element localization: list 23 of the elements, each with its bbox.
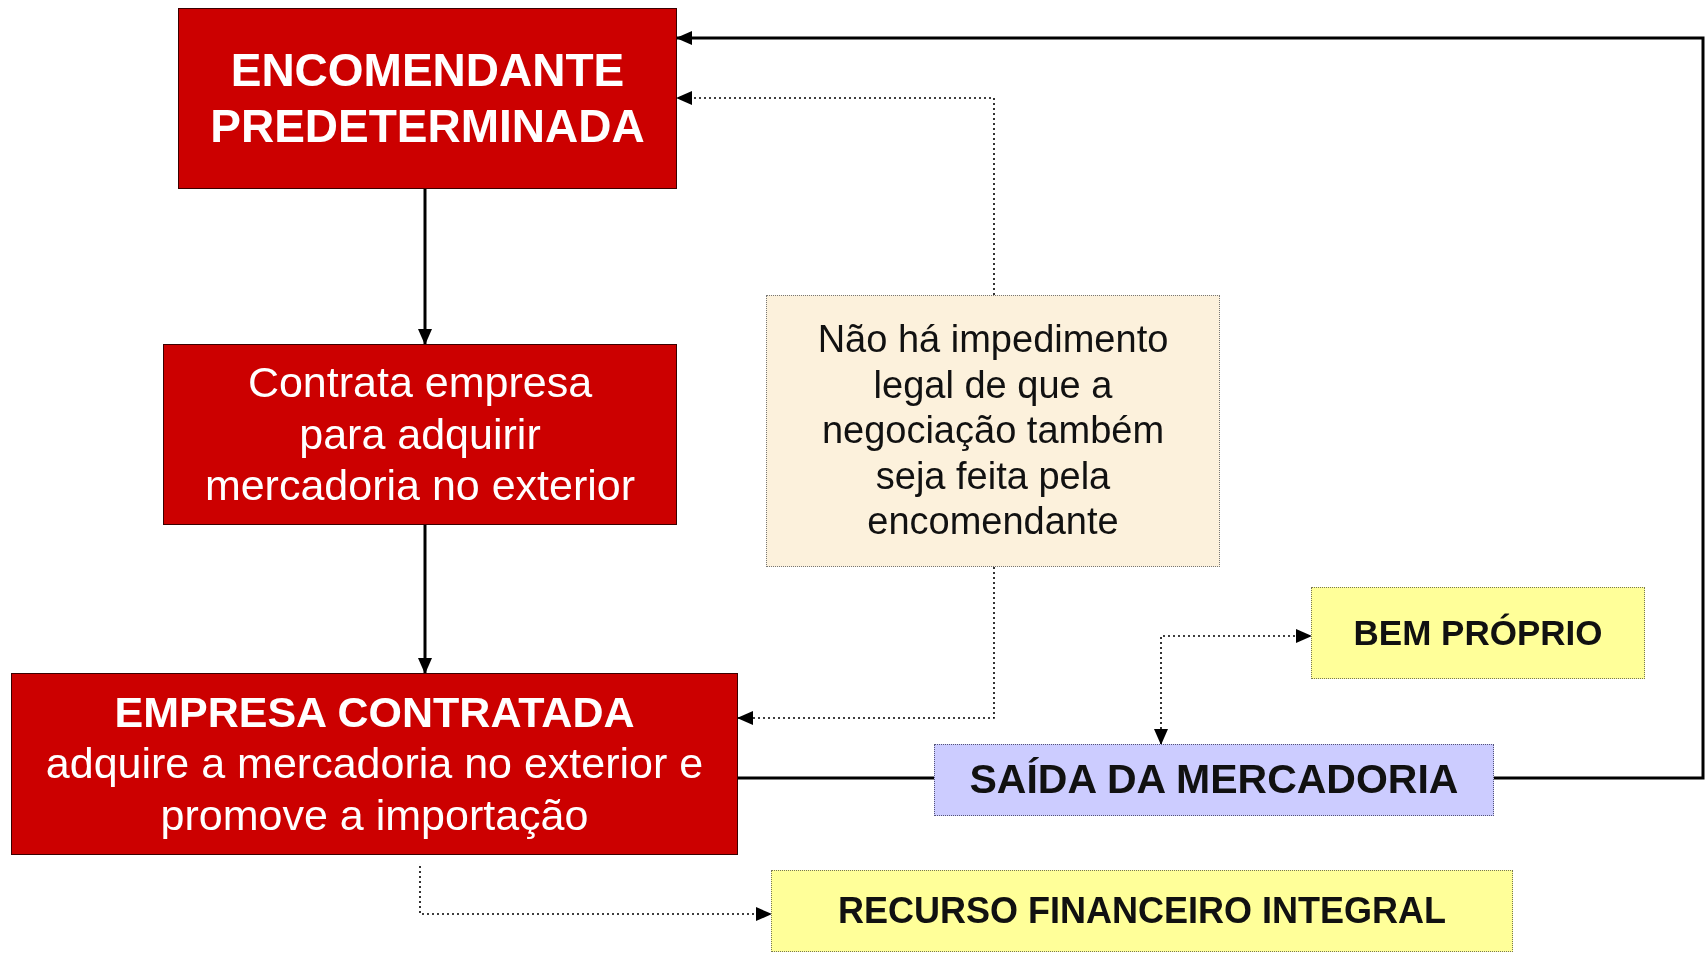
box-text: SAÍDA DA MERCADORIA [969,755,1459,805]
arrow [419,865,772,921]
box-text: BEM PRÓPRIO [1353,612,1603,654]
note-box [766,295,1220,567]
process-box [11,673,738,855]
box-text: RECURSO FINANCEIRO INTEGRAL [838,889,1446,933]
box-text: Não há impedimento legal de que a negociação também seja feita pela encomendante [816,317,1170,545]
outcome-box [934,744,1494,816]
arrow [1154,629,1312,745]
box-text: adquire a mercadoria no exterior e promove a importação [44,738,705,841]
arrow [737,566,995,725]
process-box [178,8,677,189]
box-text: Contrata empresa para adquirir mercadoria no exterior [203,357,637,512]
connector-line [738,776,934,780]
arrow [418,189,432,345]
arrow [676,31,1705,780]
arrow [418,525,432,674]
result-box [771,870,1513,952]
result-box [1311,587,1645,679]
arrow [676,91,995,296]
box-heading: EMPRESA CONTRATADA [114,686,635,738]
process-box [163,344,677,525]
box-text: ENCOMENDANTE PREDETERMINADA [209,43,646,154]
